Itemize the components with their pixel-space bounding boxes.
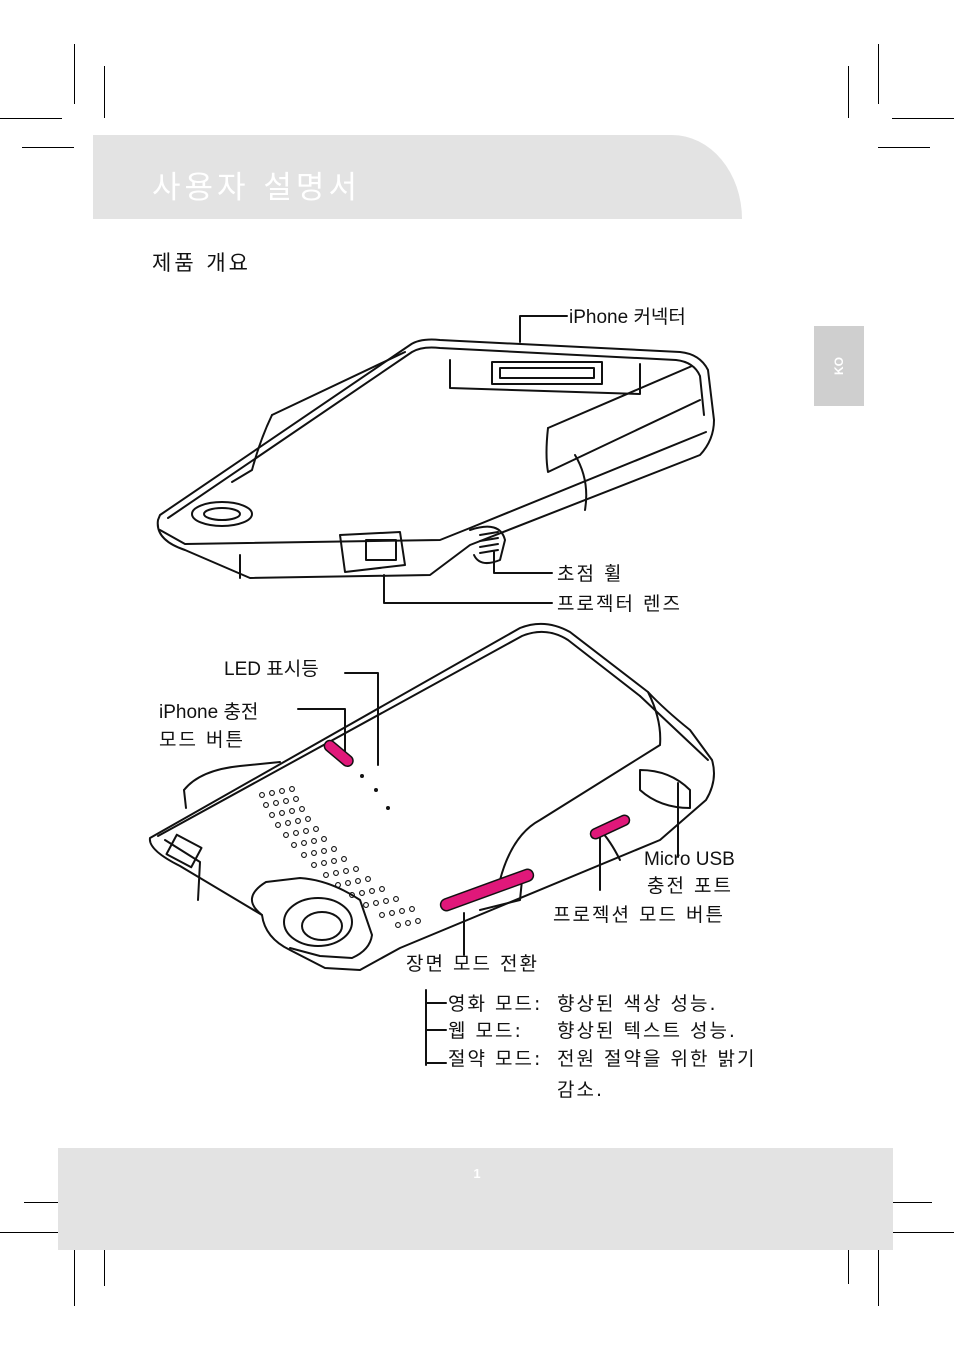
label-projection-mode-button: 프로젝션 모드 버튼 — [553, 904, 725, 926]
crop-mark — [878, 44, 879, 104]
mode-desc-eco-line2: 감소. — [557, 1079, 604, 1101]
crop-mark — [0, 118, 62, 119]
language-tab: KO — [814, 326, 864, 406]
mode-name-eco: 절약 모드: — [448, 1048, 543, 1070]
page-number: 1 — [473, 1166, 481, 1181]
label-iphone-charge-line2: 모드 버튼 — [159, 729, 245, 751]
crop-mark — [0, 1232, 62, 1233]
crop-mark — [104, 66, 105, 118]
label-projector-lens: 프로젝터 렌즈 — [557, 593, 682, 615]
mode-desc-eco: 전원 절약을 위한 밝기 — [557, 1048, 757, 1070]
device-top-view — [156, 338, 715, 579]
label-micro-usb-line1: Micro USB — [644, 849, 735, 870]
label-iphone-connector: iPhone 커넥터 — [569, 307, 686, 328]
footer-band: 1 — [58, 1148, 893, 1250]
label-iphone-charge-line1: iPhone 충전 — [159, 702, 259, 723]
mode-name-movie: 영화 모드: — [448, 993, 543, 1015]
mode-name-web: 웹 모드: — [448, 1020, 523, 1042]
label-led-indicator: LED 표시등 — [224, 659, 319, 680]
speaker-grille — [259, 786, 421, 928]
crop-mark — [848, 1232, 849, 1284]
label-micro-usb-line2: 충전 포트 — [647, 875, 733, 897]
label-focus-wheel: 초점 휠 — [557, 563, 624, 585]
crop-mark — [74, 44, 75, 104]
projection-mode-button-highlight — [589, 814, 631, 840]
section-title: 제품 개요 — [152, 251, 251, 275]
crop-mark — [104, 1234, 105, 1286]
header-band — [93, 135, 742, 219]
crop-mark — [22, 147, 74, 148]
label-scene-mode-switch: 장면 모드 전환 — [406, 953, 539, 975]
crop-mark — [878, 147, 930, 148]
page-title: 사용자 설명서 — [152, 170, 361, 206]
scene-mode-switch-highlight — [439, 868, 535, 912]
crop-mark — [892, 118, 954, 119]
crop-mark — [880, 1202, 932, 1203]
iphone-charge-mode-button-highlight — [323, 739, 354, 768]
crop-mark — [74, 1246, 75, 1306]
mode-desc-web: 향상된 텍스트 성능. — [557, 1020, 737, 1042]
mode-desc-movie: 향상된 색상 성능. — [557, 993, 718, 1015]
crop-mark — [24, 1202, 76, 1203]
crop-mark — [892, 1232, 954, 1233]
crop-mark — [878, 1246, 879, 1306]
crop-mark — [848, 66, 849, 118]
